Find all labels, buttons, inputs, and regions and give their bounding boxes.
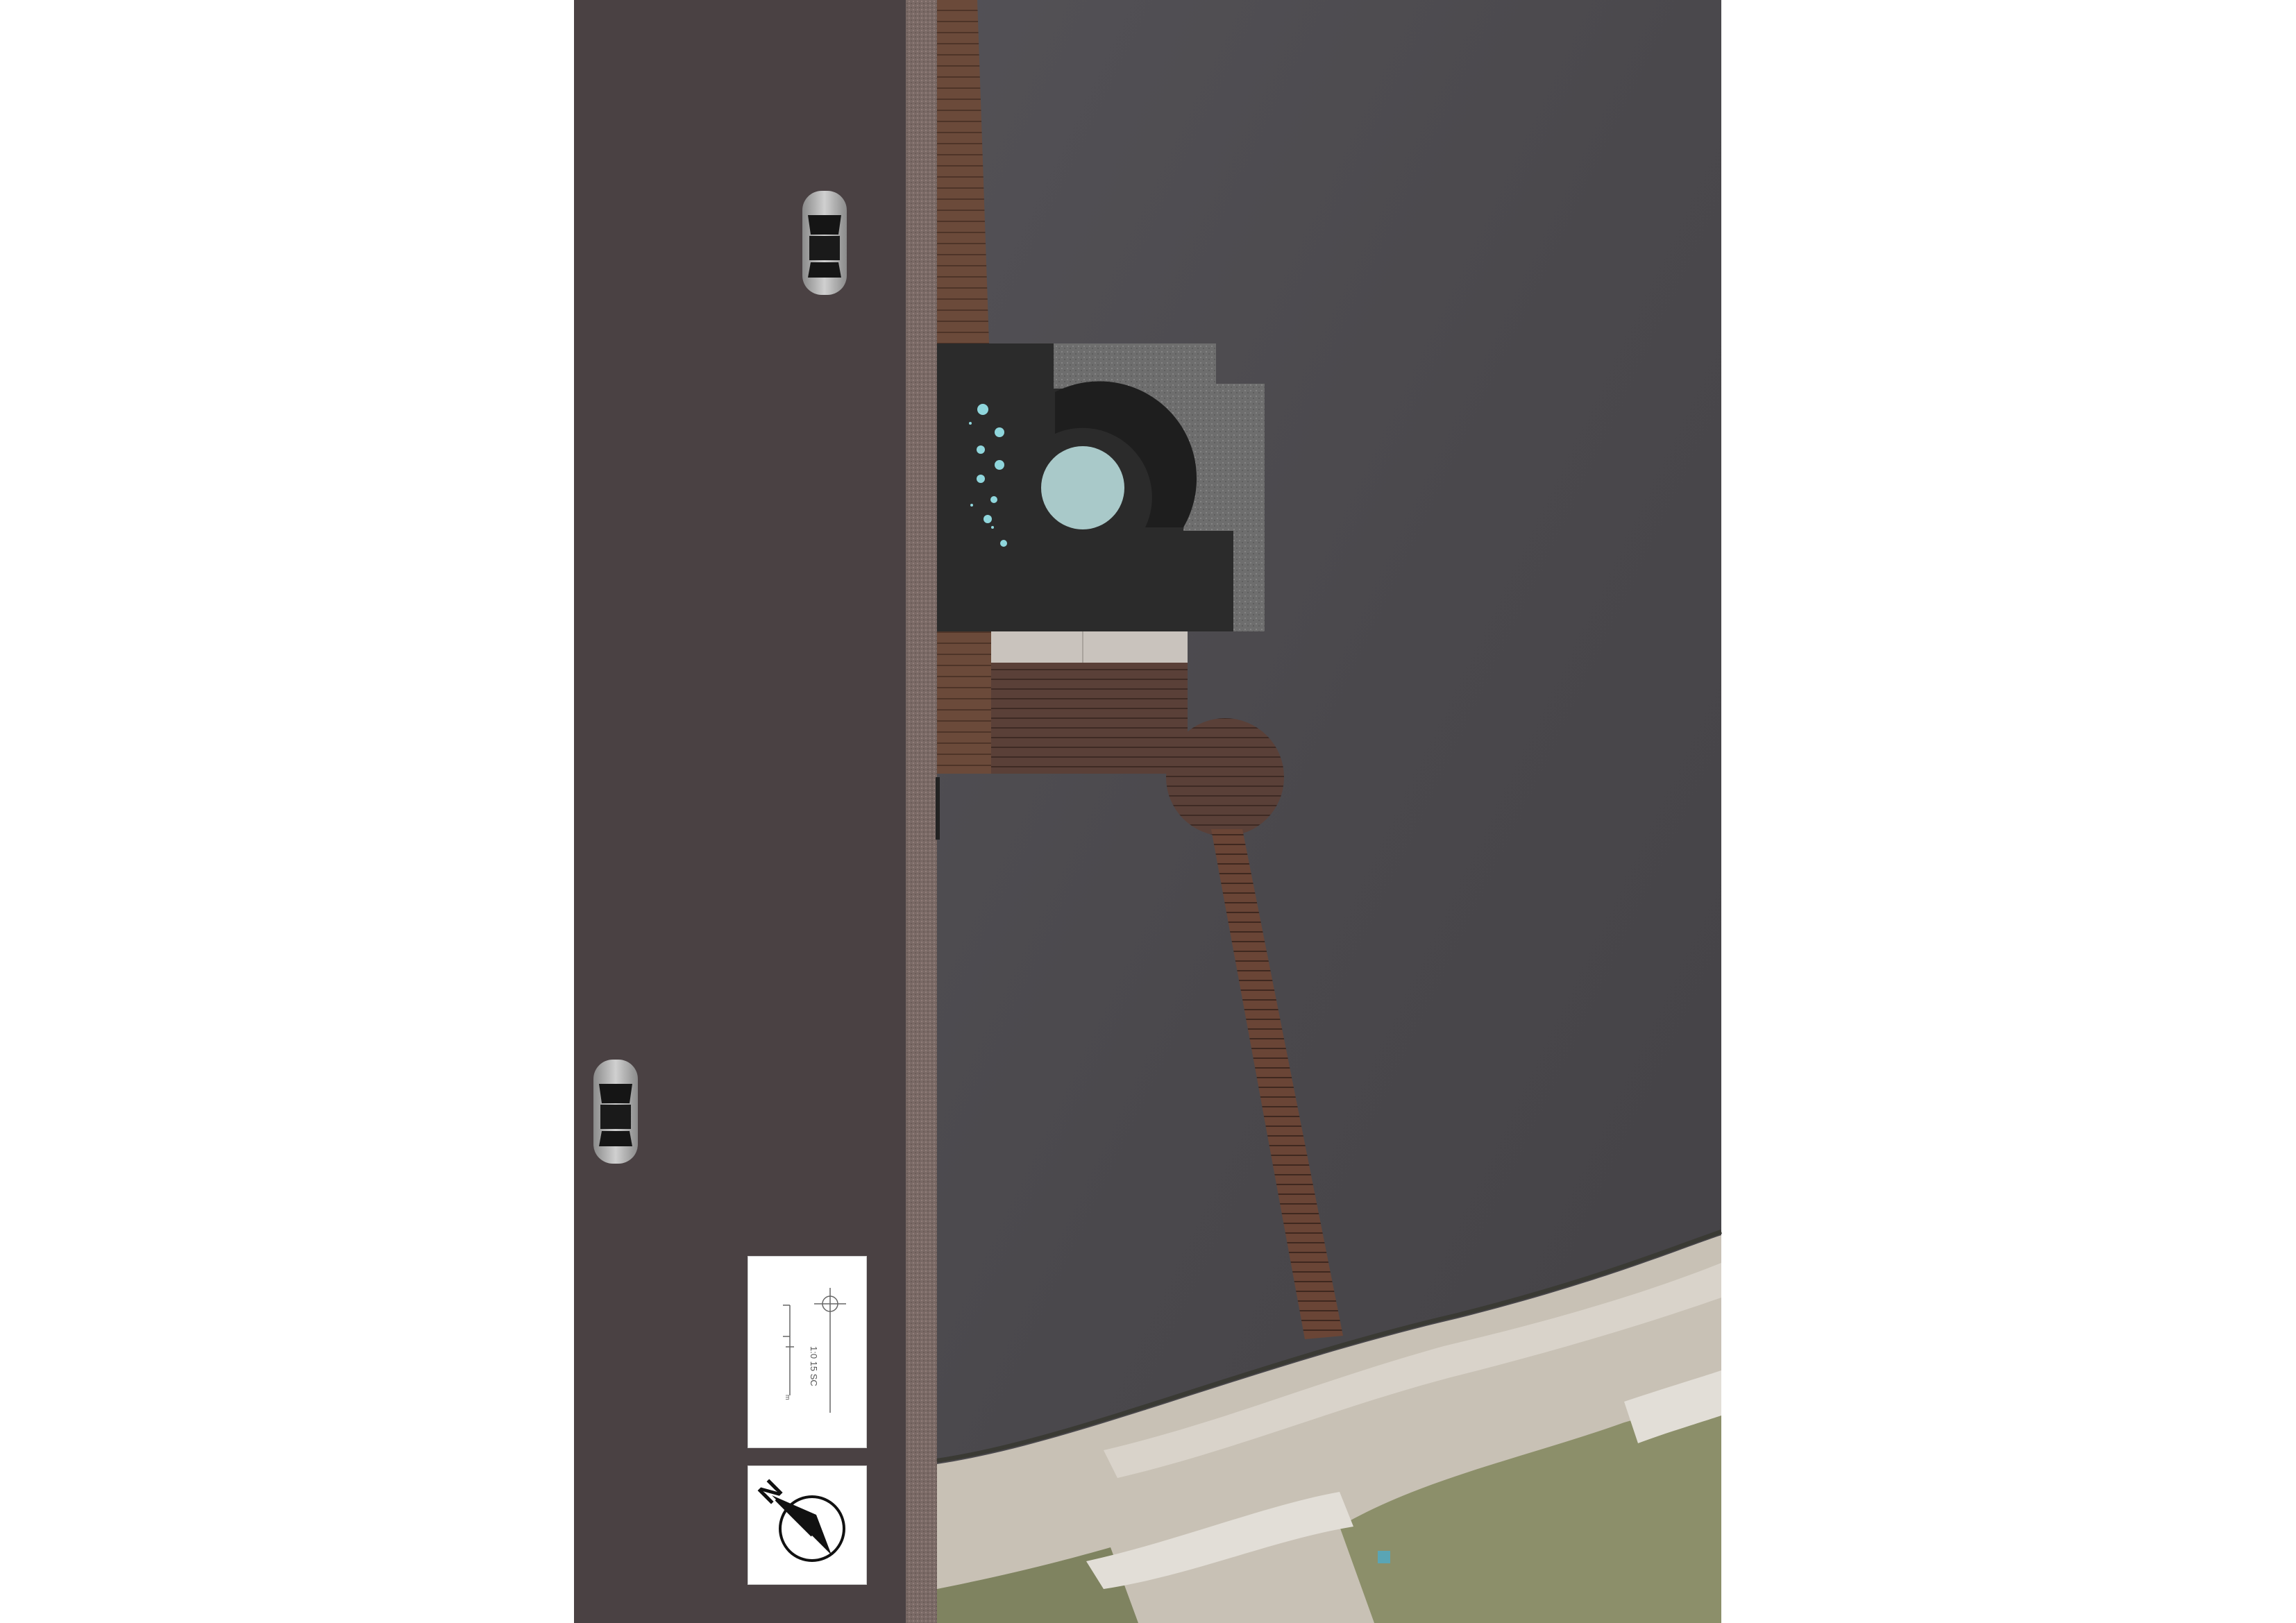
boardwalk <box>936 0 993 840</box>
skylight-dots <box>969 404 1007 547</box>
north-arrow-icon <box>748 1465 867 1585</box>
park-marker <box>1378 1551 1390 1563</box>
bathhouse <box>937 343 1265 631</box>
park-lawn <box>937 1547 1138 1623</box>
curb-strip <box>906 0 937 1623</box>
terrace <box>991 631 1188 774</box>
car-icon <box>593 1060 638 1164</box>
scale-bar-unit: m <box>784 1395 791 1400</box>
scale-bar-label: 1:0 15 SC <box>809 1346 819 1386</box>
pier-platform <box>1166 718 1284 836</box>
stone-bench <box>1624 1370 1721 1443</box>
pool <box>1041 446 1124 529</box>
pier <box>1166 718 1343 1339</box>
pool-ring <box>1055 381 1197 527</box>
scale-bar-icon <box>748 1256 867 1448</box>
stone-bench <box>1086 1492 1353 1589</box>
park-lawn <box>1340 1395 1721 1623</box>
stone-bench <box>1104 1263 1721 1478</box>
car-icon <box>802 191 847 295</box>
promenade <box>936 1230 1722 1623</box>
pier-walkway <box>1211 829 1343 1339</box>
